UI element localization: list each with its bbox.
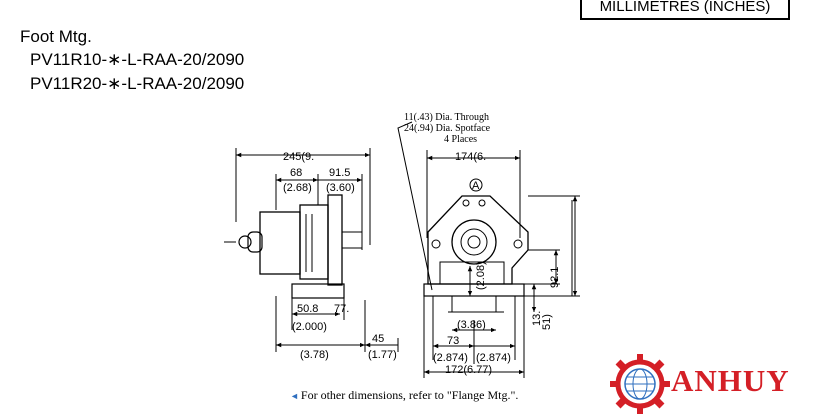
note-bullet-icon: ◄ (290, 391, 299, 401)
port-a-label: A (472, 180, 480, 192)
hole-note-places: 4 Places (444, 134, 477, 145)
dim-50-8: 50.8 (297, 303, 318, 315)
footnote: ◄For other dimensions, refer to "Flange … (290, 388, 518, 403)
gear-globe-logo-icon (610, 354, 670, 414)
dim-172: 172(6.77) (445, 364, 492, 376)
front-view-labels: 11(.43) Dia. Through 24(.94) Dia. Spotfa… (404, 112, 561, 376)
footnote-text: For other dimensions, refer to "Flange M… (300, 388, 519, 402)
dim-51: 51) (541, 314, 553, 330)
dim-3-86: (3.86) (457, 319, 486, 331)
units-label: MILLIMETRES (INCHES) (580, 0, 790, 20)
dim-73: 73 (447, 335, 459, 347)
dim-flange-width: 174(6. (455, 151, 486, 163)
dim-overall-length: 245(9. (283, 151, 314, 163)
front-view (397, 121, 580, 378)
dim-91-5-inches: (3.60) (326, 182, 355, 194)
dim-3-78: (3.78) (300, 349, 329, 361)
side-view (224, 148, 399, 352)
drawing-title: Foot Mtg. (20, 27, 92, 46)
hole-note-through: 11(.43) Dia. Through (404, 112, 489, 123)
model-number-2: PV11R20-∗-L-RAA-20/2090 (30, 74, 245, 93)
dim-2-08: (2.08) (475, 261, 487, 290)
dim-92-1: 92.1 (549, 267, 561, 288)
dim-2-874-right: (2.874) (476, 352, 511, 364)
company-logo-text: ANHUY (671, 363, 790, 398)
hole-note-spotface: 24(.94) Dia. Spotface (404, 123, 491, 134)
dim-91-5: 91.5 (329, 167, 350, 179)
dim-77: 77. (334, 303, 349, 315)
side-view-labels: 245(9. 68 (2.68) 91.5 (3.60) 50.8 77. (2… (283, 151, 397, 361)
dim-13: 13. (531, 311, 543, 326)
dim-45-inches: (1.77) (368, 349, 397, 361)
dim-45: 45 (372, 333, 384, 345)
dim-68-inches: (2.68) (283, 182, 312, 194)
model-number-1: PV11R10-∗-L-RAA-20/2090 (30, 50, 245, 69)
dim-2-874-left: (2.874) (433, 352, 468, 364)
dim-2-000: (2.000) (292, 321, 327, 333)
dim-68: 68 (290, 167, 302, 179)
